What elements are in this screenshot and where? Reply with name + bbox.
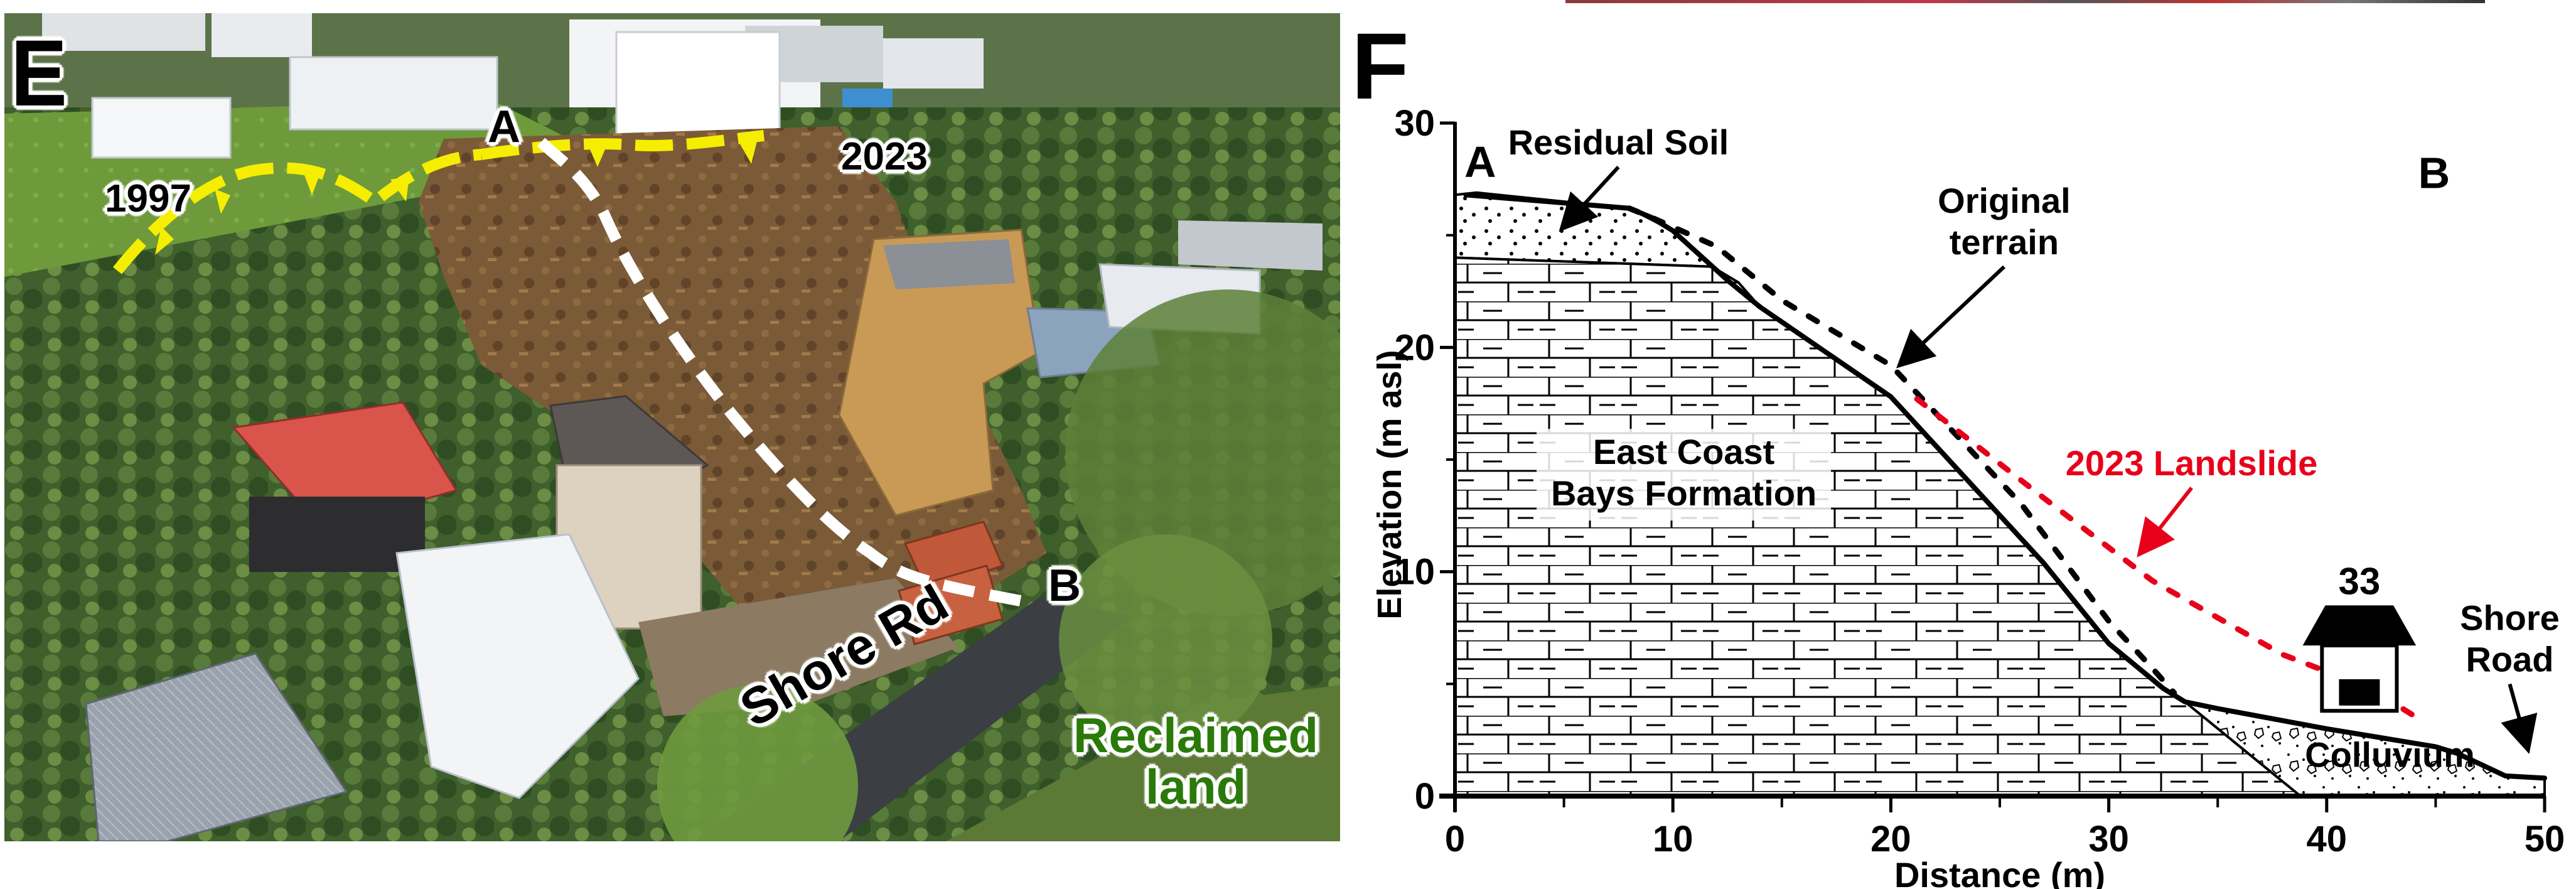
label-reclaimed-line1: Reclaimed [1073,708,1319,763]
svg-text:Colluvium: Colluvium [2305,735,2475,775]
y-tick-label: 20 [1394,327,1435,368]
annotation-colluvium: Colluvium [2305,735,2475,775]
svg-text:Bays Formation: Bays Formation [1551,473,1817,513]
panel-label-e: E [11,20,68,126]
label-reclaimed-line2: land [1145,758,1247,814]
svg-text:Original: Original [1938,181,2071,220]
aerial-photo-panel: E 1997 2023 A B Shore Rd Reclaimed land [4,13,1340,841]
section-label-a: A [1464,137,1496,186]
section-line-a-b [537,137,1035,609]
house-33-symbol: 33 [2302,560,2417,713]
svg-text:Shore: Shore [2460,598,2560,638]
scarp-1997-line [112,149,482,274]
house-top-left [91,97,232,159]
original-terrain-line [1626,205,2177,696]
arrow-icon [1559,165,1620,232]
white-modern-house [615,31,781,146]
x-tick-label: 40 [2307,819,2348,859]
house-top-middle [289,56,498,131]
label-reclaimed-land: Reclaimed land [1073,708,1319,814]
annotation-residual-soil: Residual Soil [1508,122,1729,232]
scarp-2023-ticks [588,139,758,167]
label-point-a: A [488,102,520,152]
x-tick-label: 10 [1653,819,1693,859]
section-label-b: B [2418,149,2450,198]
house-door-icon [2339,679,2380,706]
label-2023: 2023 [841,135,928,178]
label-point-b: B [1048,561,1081,611]
svg-text:2023 Landslide: 2023 Landslide [2066,443,2318,483]
arrow-icon [2137,487,2193,558]
x-tick-label: 0 [1445,819,1465,859]
house-label: 33 [2339,560,2381,602]
y-tick-label: 10 [1394,552,1435,593]
svg-text:East Coast: East Coast [1593,432,1774,471]
arrow-icon [2501,683,2538,754]
scarp-1997-ticks [155,170,409,255]
aerial-photo-illustration [4,13,1340,841]
layer-east-coast-bays-formation [1454,256,2304,797]
scarp-2023-line [480,130,765,160]
svg-text:Residual Soil: Residual Soil [1508,122,1729,162]
house-roof-icon [2302,605,2417,646]
y-tick-label: 0 [1415,776,1435,817]
x-axis-label: Distance (m) [1894,855,2105,889]
svg-text:terrain: terrain [1950,222,2059,262]
arrow-icon [1896,265,2005,369]
current-terrain-line [1463,192,2547,781]
annotation-2023-landslide: 2023 Landslide [2066,443,2318,558]
x-tick-label: 20 [1870,819,1911,859]
grey-roof-house [85,652,348,841]
label-1997: 1997 [105,177,191,220]
panel-label-f: F [1351,13,1409,119]
adjacent-photo-strip [1565,0,2485,3]
x-tick-label: 50 [2525,819,2565,859]
reclaimed-land-area [946,685,1340,841]
svg-text:Road: Road [2466,640,2553,679]
white-apartment [395,533,640,799]
y-axis-label: Elevation (m asl) [1371,350,1409,619]
tilted-stone-house [838,229,1041,517]
x-tick-label: 30 [2088,819,2129,859]
y-tick-label: 30 [1394,103,1435,144]
